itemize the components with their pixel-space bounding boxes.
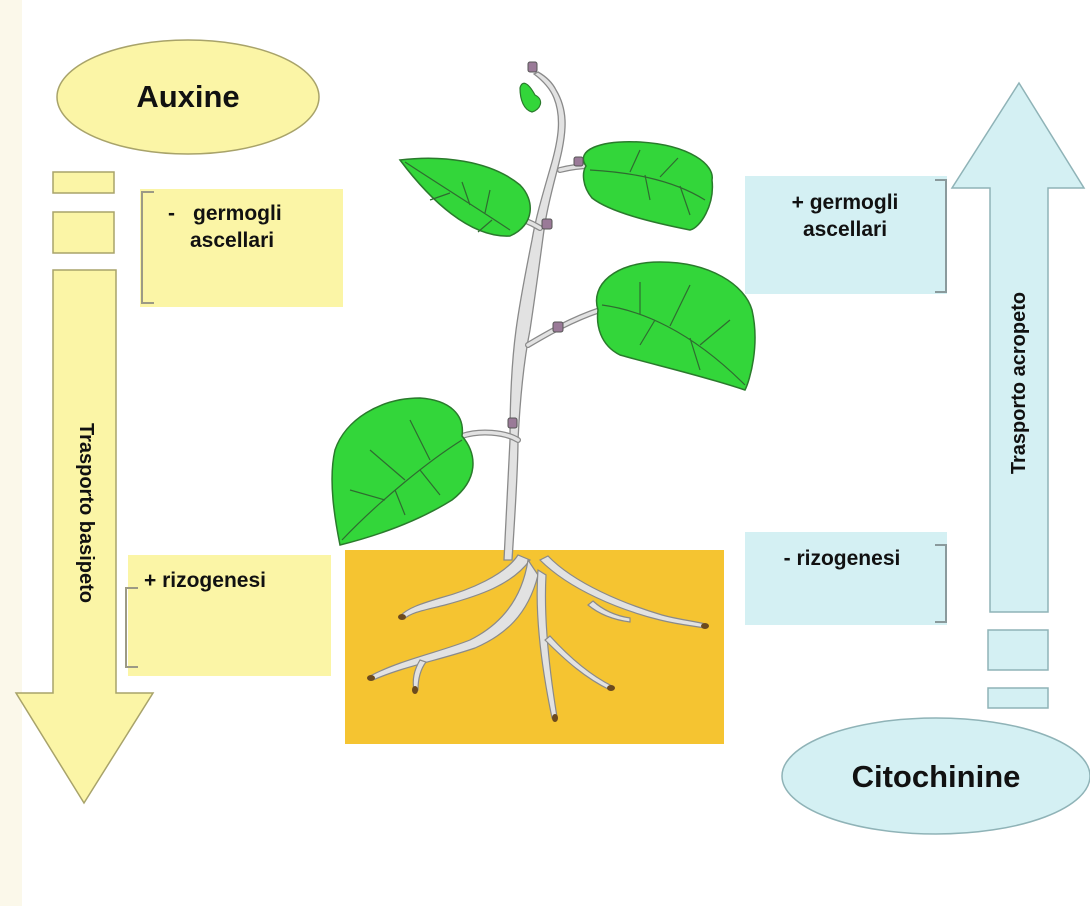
cytokinin-dash-2 bbox=[988, 688, 1048, 708]
leaf-upper-left bbox=[400, 158, 530, 236]
auxin-transport-label: Trasporto basipeto bbox=[73, 415, 99, 611]
cytokinin-title: Citochinine bbox=[806, 758, 1066, 796]
auxin-roots-label: + rizogenesi bbox=[140, 567, 324, 594]
leaf-top-bud bbox=[520, 83, 541, 112]
leaf-lower-left bbox=[332, 398, 473, 545]
leaf-middle-right bbox=[597, 262, 755, 390]
cytokinin-dash-1 bbox=[988, 630, 1048, 670]
leaf-upper-right bbox=[583, 142, 712, 230]
cytokinin-transport-label: Trasporto acropeto bbox=[1006, 283, 1032, 483]
auxin-buds-line2: ascellari bbox=[190, 229, 274, 252]
background-shade bbox=[0, 0, 22, 906]
cytokinin-buds-label: + germogli ascellari bbox=[755, 189, 935, 243]
auxin-buds-label: -germogli ascellari bbox=[150, 200, 350, 254]
auxin-title: Auxine bbox=[96, 78, 280, 116]
cytokinin-buds-line1: + germogli bbox=[792, 191, 899, 214]
cytokinin-buds-line2: ascellari bbox=[803, 218, 887, 241]
plant-stem bbox=[504, 72, 565, 560]
auxin-buds-line1: germogli bbox=[193, 202, 282, 225]
auxin-dash-1 bbox=[53, 172, 114, 193]
cytokinin-roots-label: - rizogenesi bbox=[752, 545, 932, 572]
auxin-buds-sign: - bbox=[168, 202, 175, 225]
auxin-dash-2 bbox=[53, 212, 114, 253]
